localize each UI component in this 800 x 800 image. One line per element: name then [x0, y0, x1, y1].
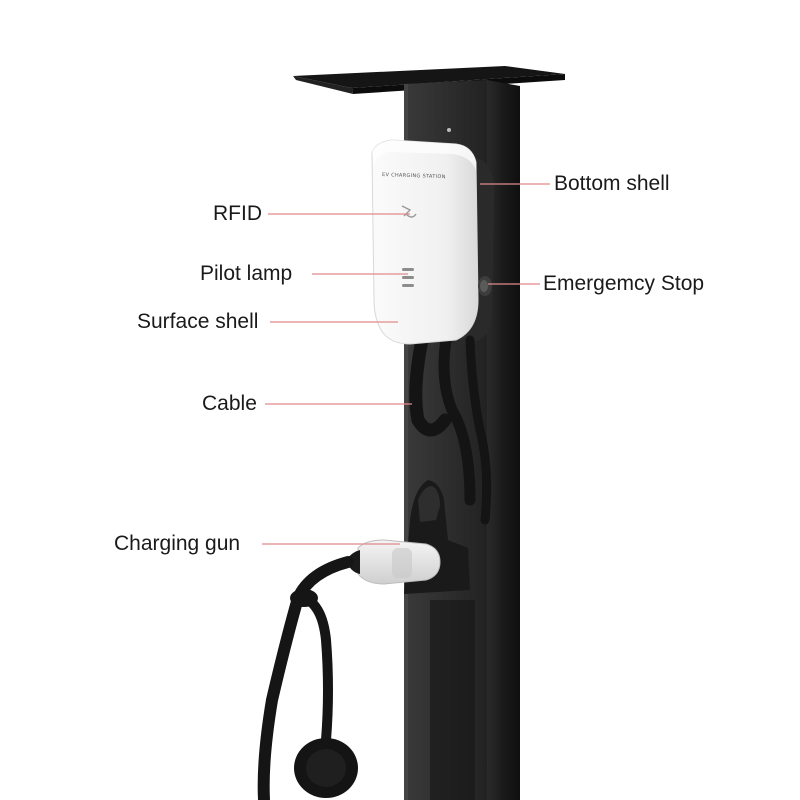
cables — [409, 333, 492, 525]
emergency-stop-label: Emergemcy Stop — [543, 272, 705, 295]
bottom-shell-label: Bottom shell — [554, 172, 670, 195]
leader-lines — [262, 183, 550, 545]
charging-gun-label: Charging gun — [114, 532, 241, 555]
charging-gun — [346, 539, 441, 585]
emergency-stop-button — [478, 276, 492, 296]
rfid-label: RFID — [213, 202, 262, 225]
surface-shell-label: Surface shell — [137, 310, 259, 333]
cable-label: Cable — [202, 392, 257, 415]
indicator-dot — [447, 128, 451, 132]
panel-text: EV CHARGING STATION — [382, 172, 446, 180]
pole-lower-panel — [430, 600, 475, 800]
surface-shell: EV CHARGING STATION — [371, 139, 479, 345]
pilot-lamp — [402, 268, 414, 287]
cable-connector — [294, 738, 358, 798]
charging-cable — [257, 556, 354, 800]
pilot-lamp-label: Pilot lamp — [200, 262, 293, 285]
